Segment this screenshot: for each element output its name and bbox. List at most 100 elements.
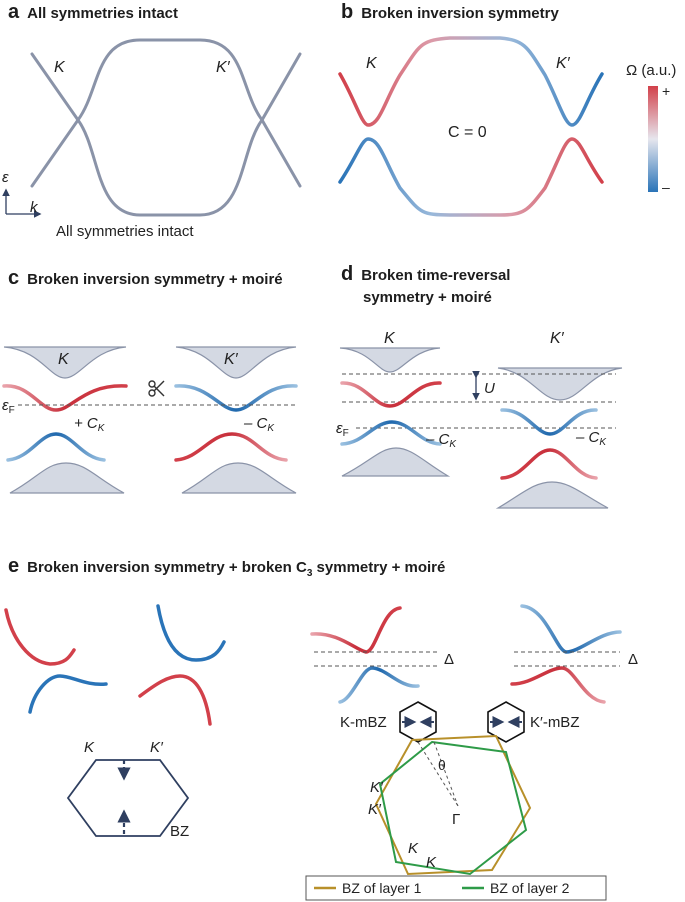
c-left-blue <box>6 432 106 462</box>
c-right-blue <box>174 384 298 412</box>
panel-a-title-text: All symmetries intact <box>27 5 179 22</box>
legend-label-layer2: BZ of layer 2 <box>490 880 570 896</box>
e-r1-blue <box>338 666 420 704</box>
panel-c-letter: c <box>8 267 20 289</box>
panel-d-title-line2: symmetry + moiré <box>363 289 492 306</box>
panel-a-eps-label: ε <box>2 169 9 186</box>
delta-label-left: Δ <box>444 651 454 668</box>
theta-lines <box>417 741 459 807</box>
panel-c-k-label: K <box>58 351 70 368</box>
scissors-icon <box>148 380 165 397</box>
d-fermi-label: εF <box>336 420 349 439</box>
panel-b-letter: b <box>341 1 354 23</box>
c-left-red <box>2 384 128 412</box>
e-left-blue <box>28 674 108 714</box>
d-ck-left: – CK <box>425 431 457 450</box>
panel-c-bands <box>2 384 298 462</box>
gamma-label: Γ <box>452 811 460 828</box>
colorbar-title: Ω (a.u.) <box>626 62 676 79</box>
colorbar <box>648 86 658 192</box>
panel-a-title: a All symmetries intact <box>8 1 179 23</box>
bz-layer-2 <box>378 740 528 876</box>
e-kprime-label-1: K′ <box>370 779 384 796</box>
e-left-red <box>4 608 76 666</box>
kprime-mbz-label: K′-mBZ <box>530 714 579 731</box>
panel-c-title: c Broken inversion symmetry + moiré <box>8 267 283 289</box>
e-right-red <box>138 674 212 726</box>
panel-e-title: e Broken inversion symmetry + broken C3 s… <box>8 555 446 583</box>
c-left-bot-fill <box>9 462 125 494</box>
legend-box <box>305 875 607 901</box>
panel-b-chern-label: C = 0 <box>448 124 487 141</box>
d-right-blue <box>500 408 598 436</box>
panel-e-right-bands <box>310 604 622 704</box>
panel-d-kprime-label: K′ <box>550 330 565 347</box>
c-right-red <box>174 432 288 462</box>
bz-label: BZ <box>170 823 189 840</box>
legend: BZ of layer 1 BZ of layer 2 <box>305 875 607 901</box>
c-ck-plus: + CK <box>74 415 106 434</box>
panel-d-title-line1: Broken time-reversal <box>361 267 511 284</box>
panel-a-axes <box>2 188 42 218</box>
d-left-blue <box>340 420 442 446</box>
panel-e-k-label: K <box>84 739 95 756</box>
panel-a-k-label: K <box>54 59 66 76</box>
panel-e-letter: e <box>8 555 20 577</box>
panel-e-kprime-label: K′ <box>150 739 164 756</box>
panel-d-title: d Broken time-reversal <box>341 263 511 285</box>
panel-b-title-text: Broken inversion symmetry <box>361 5 559 22</box>
e-right-blue <box>156 604 226 662</box>
colorbar-plus: + <box>662 83 670 99</box>
panel-a-k-axis-label: k <box>30 199 39 216</box>
band-b-lower <box>338 137 604 217</box>
panel-c-title-text: Broken inversion symmetry + moiré <box>27 271 283 288</box>
legend-label-layer1: BZ of layer 1 <box>342 880 422 896</box>
d-right-red <box>500 448 598 480</box>
panel-d-letter: d <box>341 263 354 285</box>
panel-d-shaded-bands <box>339 347 623 509</box>
panel-e-left-bands <box>4 604 226 726</box>
d-ck-right: – CK <box>575 429 607 448</box>
panel-b-title: b Broken inversion symmetry <box>341 1 559 23</box>
kprime-mbz-hexagon <box>487 701 525 743</box>
panel-a-kprime-label: K′ <box>216 59 231 76</box>
d-left-red <box>340 381 442 408</box>
band-a-upper <box>30 38 302 188</box>
panel-d-k-label: K <box>384 330 396 347</box>
panel-b-kprime-label: K′ <box>556 55 571 72</box>
e-r2-red <box>510 666 606 704</box>
d-left-top-fill <box>339 347 441 373</box>
c-left-top-fill <box>3 346 127 379</box>
e-k-label-1: K <box>408 840 419 857</box>
colorbar-minus: – <box>662 179 670 195</box>
panel-e-title-sub: 3 <box>306 568 313 579</box>
panel-c-kprime-label: K′ <box>224 351 239 368</box>
panel-d-u-label: U <box>484 380 495 397</box>
bz-layer-1 <box>374 734 532 876</box>
panel-d-title-2: symmetry + moiré <box>363 289 492 307</box>
panel-a-letter: a <box>8 1 20 23</box>
panel-e-title-end: symmetry + moiré <box>312 559 446 576</box>
panel-e-title-text: Broken inversion symmetry + broken C <box>27 559 307 576</box>
e-kprime-label-2: K′ <box>368 801 382 818</box>
d-right-bot-fill <box>495 481 609 509</box>
bz-hexagon <box>66 759 190 837</box>
band-b-upper <box>338 36 604 127</box>
c-fermi-label: εF <box>2 397 15 416</box>
panel-c-shaded-bands <box>3 346 297 494</box>
c-right-top-fill <box>175 346 297 379</box>
d-right-top-fill <box>497 367 623 401</box>
panel-a-bands <box>30 38 302 217</box>
panel-e-delta-lines <box>314 651 620 667</box>
c-right-bot-fill <box>181 462 297 494</box>
panel-a-caption: All symmetries intact <box>56 223 194 240</box>
band-a-lower <box>30 52 302 217</box>
d-left-bot-fill <box>341 447 451 477</box>
panel-d-bands <box>340 381 598 480</box>
e-r2-blue <box>520 604 622 654</box>
delta-label-right: Δ <box>628 651 638 668</box>
c-ck-minus: – CK <box>243 415 275 434</box>
e-k-label-2: K <box>426 854 437 871</box>
panel-b-k-label: K <box>366 55 378 72</box>
